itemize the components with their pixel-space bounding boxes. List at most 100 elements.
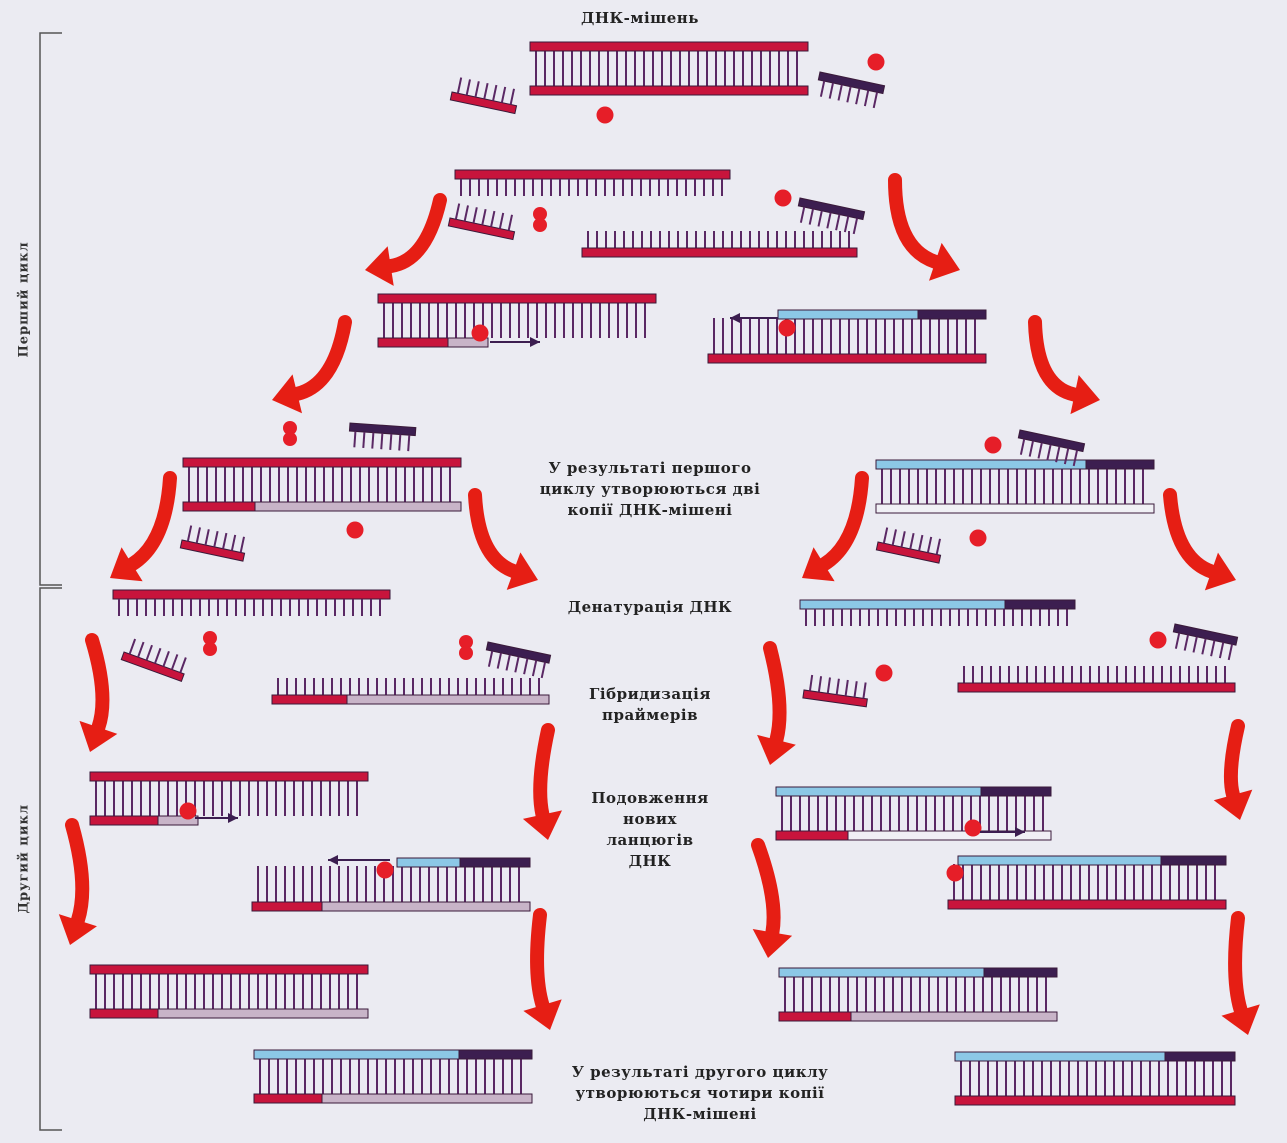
primer-rung bbox=[511, 89, 514, 105]
flow-arrow-body bbox=[824, 478, 862, 564]
primer-strand bbox=[121, 652, 184, 681]
new-strand-segment bbox=[347, 695, 549, 704]
polymerase-dot bbox=[597, 107, 614, 124]
primer-rung bbox=[810, 209, 813, 225]
final-copy-2 bbox=[254, 1050, 532, 1103]
extension-arrow-head bbox=[228, 813, 238, 823]
primer-rung bbox=[214, 531, 217, 547]
reverse-primer bbox=[483, 642, 551, 679]
primer-rung bbox=[489, 651, 492, 667]
primer-rung bbox=[1047, 445, 1050, 461]
top-strand bbox=[981, 787, 1051, 796]
flow-arrow-body bbox=[132, 478, 170, 564]
target-dna-title: ДНК-мішень bbox=[560, 8, 720, 29]
arrow-right-8 bbox=[1221, 918, 1259, 1035]
primer-rung bbox=[241, 537, 244, 553]
bottom-strand bbox=[158, 1009, 368, 1018]
result-second-line-1: У результаті другого циклу bbox=[560, 1062, 840, 1083]
polymerase-dot bbox=[533, 218, 547, 232]
primer-end-segment bbox=[1005, 600, 1075, 609]
result-first-line-3: копії ДНК-мішені bbox=[530, 500, 770, 521]
primer-rung bbox=[819, 676, 821, 692]
flow-arrow-body bbox=[537, 915, 542, 1005]
bottom-strand bbox=[708, 354, 986, 363]
primer-rung bbox=[845, 216, 848, 232]
elongation-line-4: ДНК bbox=[590, 851, 710, 872]
top-strand bbox=[378, 294, 656, 303]
arrow-left-3 bbox=[110, 478, 170, 581]
primer-rung bbox=[498, 653, 501, 669]
primer-rung bbox=[491, 211, 494, 227]
arrow-left-7 bbox=[59, 825, 97, 945]
polymerase-dot bbox=[377, 862, 394, 879]
primer-rung bbox=[467, 79, 470, 95]
bottom-strand bbox=[955, 1096, 1235, 1105]
top-strand bbox=[918, 310, 986, 319]
primer-rung bbox=[837, 679, 839, 695]
top-strand bbox=[958, 856, 1161, 865]
primer-rung bbox=[390, 434, 391, 450]
polymerase-dot bbox=[347, 522, 364, 539]
result-first-line-1: У результаті першого bbox=[530, 458, 770, 479]
bottom-strand bbox=[90, 1009, 158, 1018]
primer-rung bbox=[847, 87, 850, 103]
primer-rung bbox=[1185, 635, 1188, 651]
primer-rung bbox=[172, 654, 177, 669]
primer-rung bbox=[465, 205, 468, 221]
primer-rung bbox=[1211, 641, 1214, 657]
primer-rung bbox=[163, 651, 168, 666]
primer-strand bbox=[798, 198, 864, 220]
forward-primer bbox=[121, 637, 189, 681]
primer-rung bbox=[830, 83, 833, 99]
primer-rung bbox=[846, 680, 848, 696]
arrow-right-2 bbox=[1035, 322, 1100, 414]
result-second-line-2: утворюються чотири копії bbox=[560, 1083, 840, 1104]
bottom-strand bbox=[322, 1094, 532, 1103]
polymerase-dot bbox=[283, 432, 297, 446]
primer-rung bbox=[1220, 642, 1223, 658]
extension-arrow-head bbox=[530, 337, 540, 347]
primer-rung bbox=[937, 539, 940, 555]
top-strand bbox=[1165, 1052, 1235, 1061]
arrow-left-8 bbox=[523, 915, 561, 1030]
flow-arrow-head bbox=[753, 929, 792, 958]
flow-arrow-body bbox=[92, 640, 102, 727]
primer-strand bbox=[803, 690, 867, 707]
bottom-strand bbox=[779, 1012, 851, 1021]
flow-arrow-head bbox=[365, 246, 394, 286]
primer-rung bbox=[854, 218, 857, 234]
arrow-left-2 bbox=[272, 322, 345, 413]
flow-arrow-body bbox=[1035, 322, 1075, 395]
top-strand bbox=[90, 965, 368, 974]
bottom-strand bbox=[948, 900, 1226, 909]
flow-arrow-body bbox=[540, 730, 548, 815]
primer-rung bbox=[1176, 633, 1179, 649]
bottom-strand bbox=[90, 816, 158, 825]
result-second-line-3: ДНК-мішені bbox=[560, 1104, 840, 1125]
polymerase-dot bbox=[876, 665, 893, 682]
top-strand bbox=[876, 460, 1086, 469]
reverse-primer bbox=[795, 198, 865, 235]
primer-rung bbox=[836, 215, 839, 231]
result-first-line-2: циклу утворюються дві bbox=[530, 479, 770, 500]
flow-arrow-body bbox=[770, 648, 780, 740]
forward-primer bbox=[803, 674, 870, 707]
hybridization-line-2: праймерів bbox=[580, 705, 720, 726]
bottom-strand bbox=[776, 831, 848, 840]
primer-rung bbox=[484, 83, 487, 99]
primer-rung bbox=[1193, 637, 1196, 653]
primer-rung bbox=[381, 433, 382, 449]
arrow-left-4 bbox=[475, 495, 538, 590]
top-strand bbox=[984, 968, 1057, 977]
primer-rung bbox=[818, 211, 821, 227]
bottom-strand bbox=[530, 86, 808, 95]
bottom-strand bbox=[378, 338, 448, 347]
primer-rung bbox=[473, 207, 476, 223]
polymerase-dot bbox=[472, 325, 489, 342]
elongation-label: Подовження нових ланцюгів ДНК bbox=[590, 788, 710, 872]
primer-rung bbox=[399, 435, 400, 451]
polymerase-dot bbox=[775, 190, 792, 207]
primer-rung bbox=[502, 87, 505, 103]
primer-rung bbox=[855, 681, 857, 697]
